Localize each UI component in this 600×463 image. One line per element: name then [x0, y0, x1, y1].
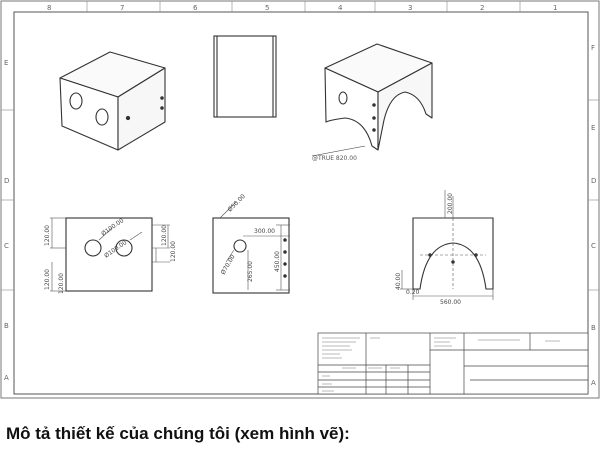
zone-number-top: 2 — [480, 4, 484, 12]
zone-number-top: 4 — [338, 4, 343, 12]
dim-front-left-1: 120.00 — [44, 225, 51, 246]
zone-letter-left: E — [4, 59, 8, 67]
dim-side-height: 450.00 — [274, 251, 281, 272]
zone-letter-right: F — [591, 44, 595, 52]
title-block-fine-print — [322, 337, 560, 392]
zone-letter-right: D — [591, 177, 596, 185]
zone-letter-left: A — [4, 374, 9, 382]
zone-letter-right: C — [591, 242, 596, 250]
zone-letter-left: D — [4, 177, 9, 185]
dim-front-left-2: 120.00 — [44, 269, 51, 290]
dim-back-width: 560.00 — [440, 299, 461, 306]
zone-ticks — [1, 1, 599, 291]
dim-front-left-3: 120.00 — [58, 273, 65, 294]
zone-number-top: 8 — [47, 4, 51, 12]
zone-letter-right: A — [591, 379, 596, 387]
zone-letter-right: B — [591, 324, 596, 332]
title-block — [317, 332, 589, 395]
zone-number-top: 3 — [408, 4, 412, 12]
dim-side-top: Ø50.00 — [226, 193, 247, 214]
sheet-inner-frame — [13, 11, 589, 395]
dim-front-right-2: 120.00 — [170, 241, 177, 262]
dim-side-width: 300.00 — [254, 228, 275, 235]
dim-front-right-1: 120.00 — [161, 225, 168, 246]
figure-caption: Mô tả thiết kế của chúng tôi (xem hình v… — [6, 424, 350, 443]
iso-note: @TRUE 820.00 — [312, 155, 357, 162]
dim-back-bottom-small: 0.20 — [406, 289, 420, 296]
iso-view-arched — [311, 43, 433, 157]
front-view — [50, 217, 170, 292]
engineering-drawing-sheet: 8 7 6 5 4 3 2 1 E D C B A F E D C B A — [0, 0, 600, 399]
zone-number-top: 6 — [193, 4, 198, 12]
zone-number-top: 7 — [120, 4, 124, 12]
side-view — [212, 201, 290, 294]
dim-back-bottom-left: 40.00 — [395, 273, 402, 290]
top-view — [213, 35, 277, 118]
zone-letter-right: E — [591, 124, 595, 132]
sheet-outer-frame — [0, 0, 600, 399]
dim-back-top: 200.00 — [447, 193, 454, 214]
zone-number-top: 5 — [265, 4, 269, 12]
iso-view-box — [59, 51, 166, 151]
zone-letter-left: C — [4, 242, 9, 250]
back-view-arch — [400, 190, 494, 300]
dim-side-depth: 265.00 — [247, 261, 254, 282]
zone-letter-left: B — [4, 322, 9, 330]
zone-number-top: 1 — [553, 4, 557, 12]
